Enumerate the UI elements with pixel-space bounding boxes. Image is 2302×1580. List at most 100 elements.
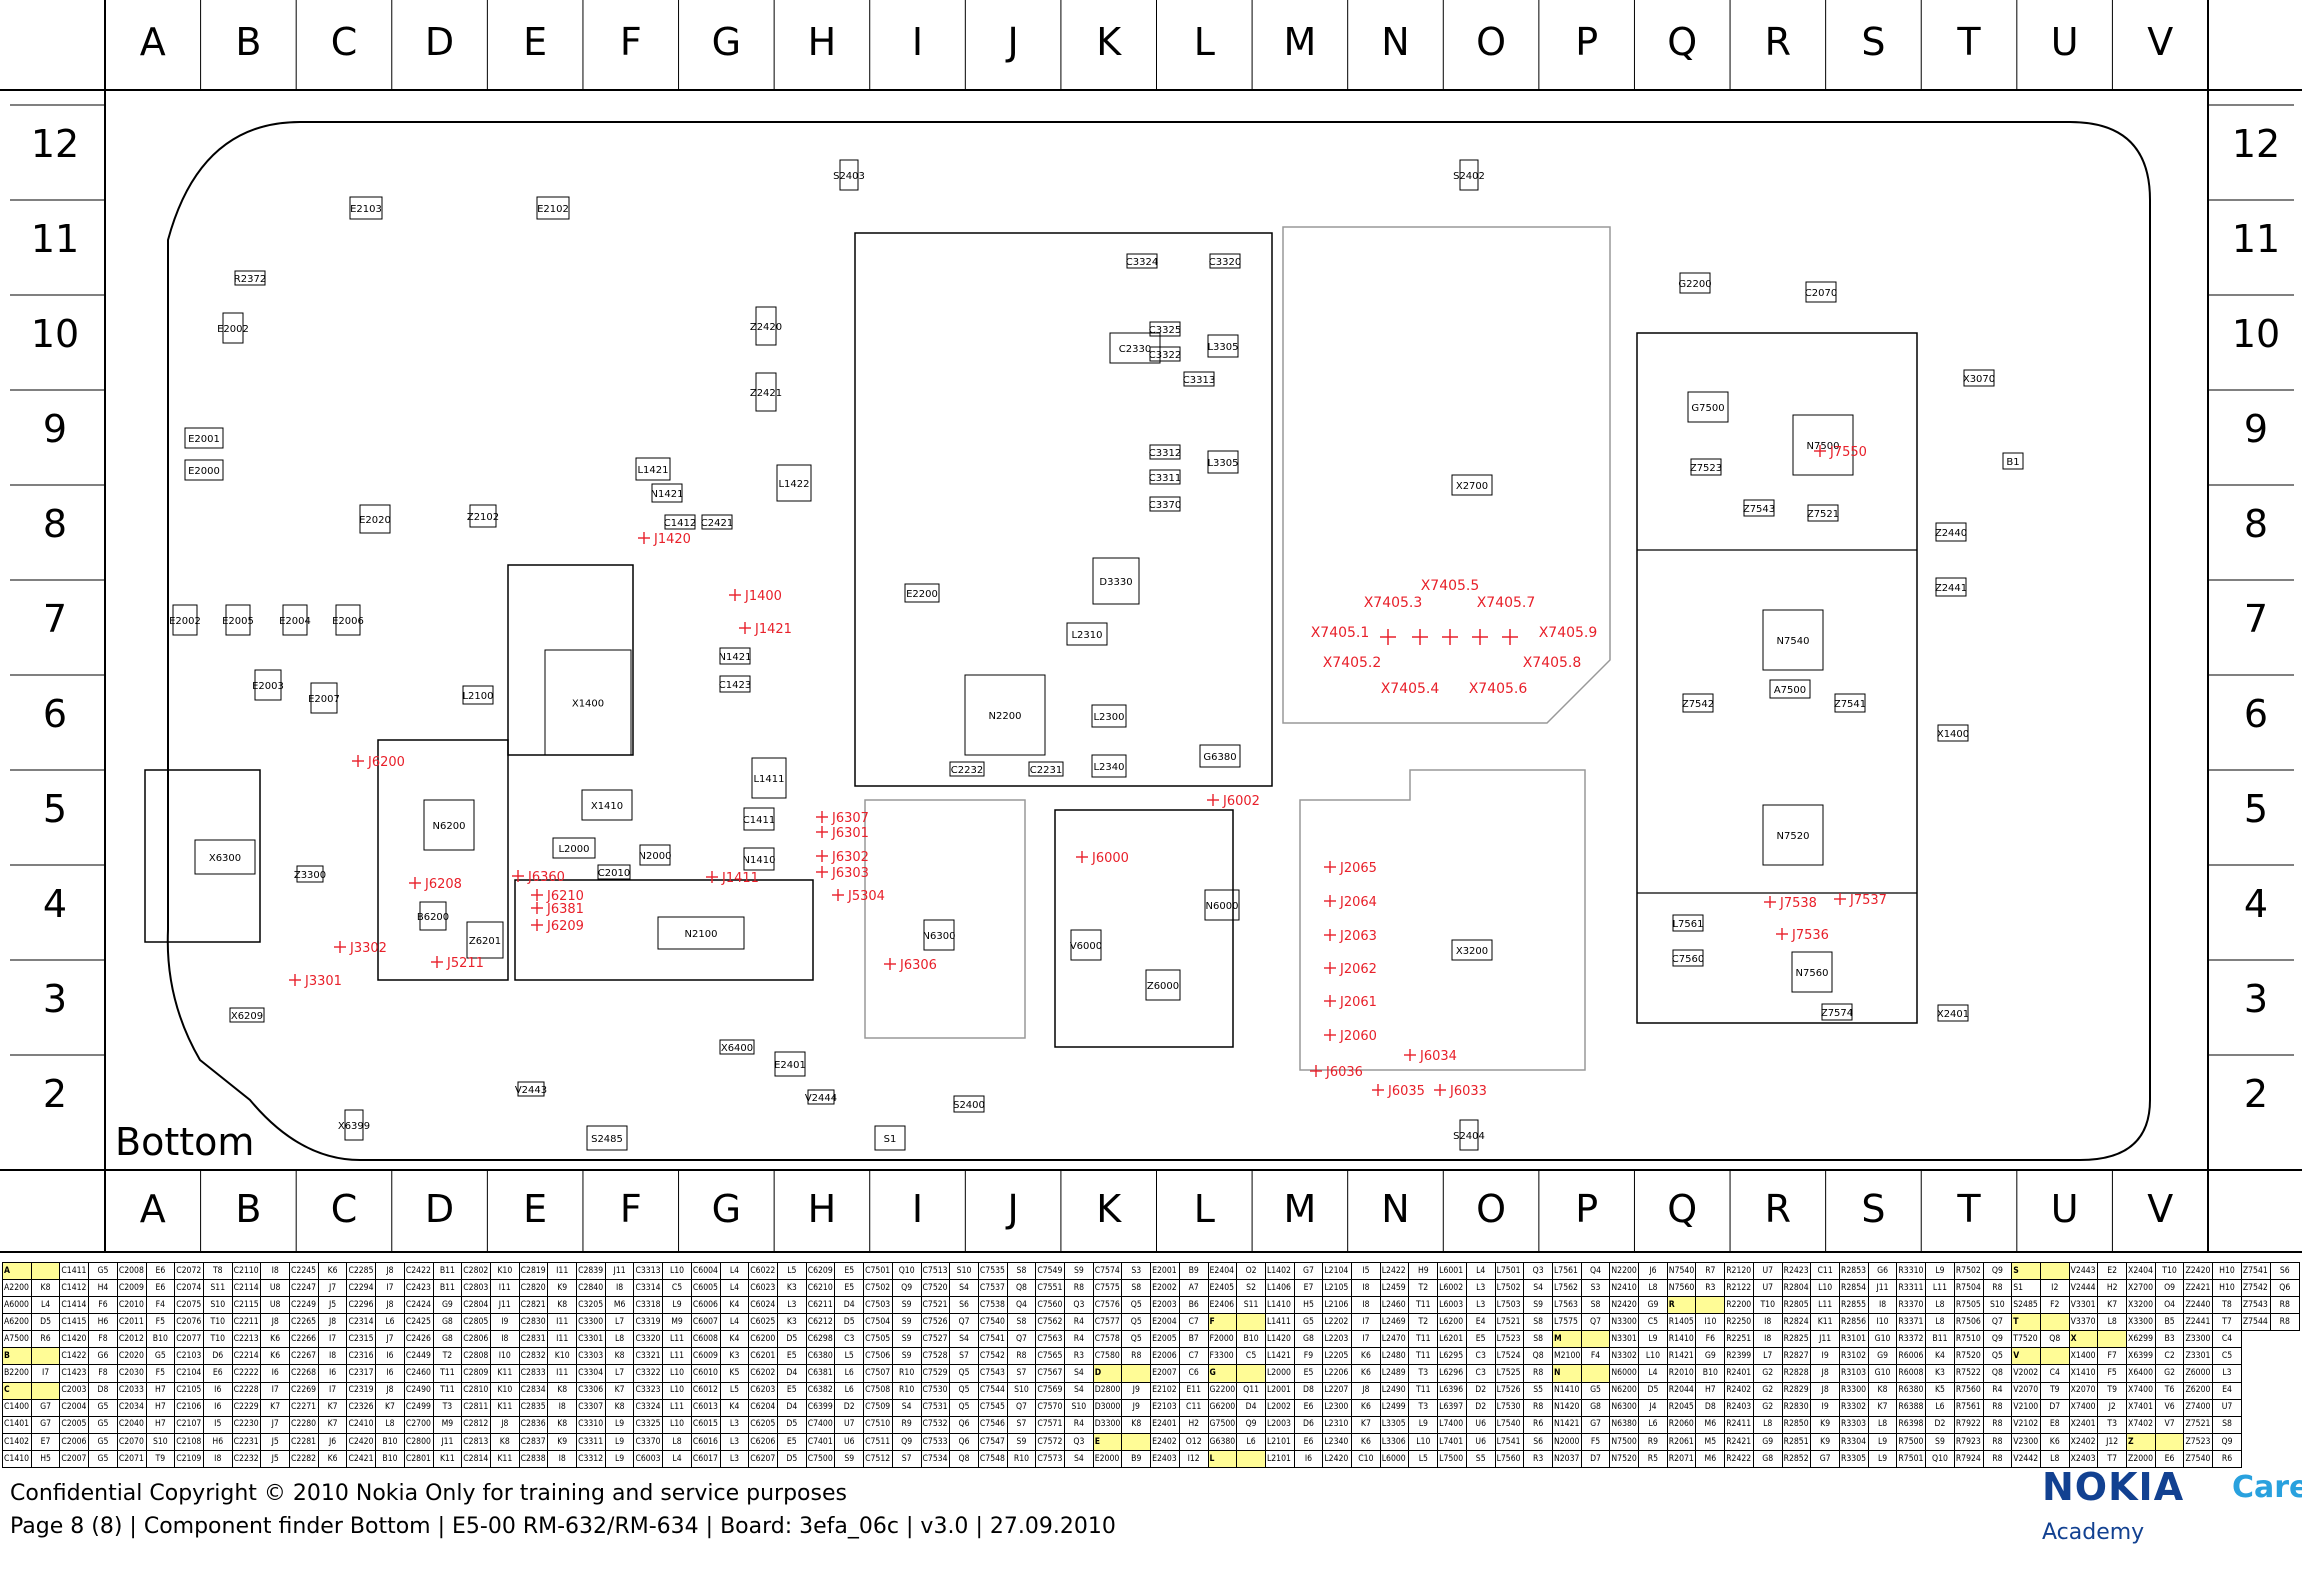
finder-cell: V6 [2154,1398,2185,1417]
finder-cell: R2120 [1724,1261,1754,1281]
finder-cell: S7 [949,1347,979,1366]
component-label: E2002 [169,616,201,627]
finder-cell: I8 [604,1279,635,1298]
finder-cell: G6 [88,1347,118,1366]
finder-cell: S11 [1236,1296,1266,1315]
finder-cell: C2830 [518,1313,549,1332]
finder-cell: C1400 [2,1398,32,1417]
finder-cell: R5 [1638,1449,1668,1469]
component-z2441 [1935,577,1967,597]
finder-cell: D4 [834,1296,865,1315]
finder-cell: B9 [1178,1261,1209,1281]
finder-cell: C7503 [863,1296,893,1315]
finder-cell: G7500 [1207,1415,1238,1434]
finder-cell: C2820 [518,1279,549,1298]
column-label-l: L [1194,20,1215,64]
component-z7542 [1682,693,1714,713]
finder-cell: C7546 [977,1415,1008,1434]
finder-cell: K7 [375,1398,405,1417]
component-l7561 [1672,914,1704,932]
component-e2000 [184,459,224,481]
column-label-u: U [2051,1187,2079,1231]
finder-cell: C2700 [403,1415,434,1434]
component-label: L2100 [462,691,493,702]
testpoint-j3302: J3302 [349,941,387,956]
finder-cell: J12 [2097,1432,2128,1451]
finder-cell: C2810 [461,1381,491,1400]
finder-cell [2097,1330,2128,1349]
finder-cell: C2800 [403,1432,434,1451]
component-label: N7540 [1777,636,1810,647]
finder-cell: J8 [1351,1381,1381,1400]
finder-cell: Q9 [1982,1261,2013,1281]
finder-cell: S4 [1064,1381,1094,1400]
finder-cell: C7534 [920,1449,951,1469]
finder-cell: C2110 [231,1261,262,1281]
component-v2444 [807,1089,835,1105]
finder-cell: K4 [719,1398,750,1417]
finder-cell: C3323 [633,1381,664,1400]
finder-cell: T10 [202,1313,233,1332]
finder-cell: R2854 [1839,1279,1869,1298]
nokia-care-logo: NOKIA Care Academy [2042,1465,2302,1565]
finder-cell: R2830 [1781,1398,1812,1417]
finder-cell: C7542 [977,1347,1008,1366]
finder-cell: K5 [1925,1381,1955,1400]
row-label-5: 5 [43,787,67,831]
finder-cell: K7 [1867,1398,1898,1417]
row-label-11: 11 [2232,217,2280,261]
finder-cell: C2107 [174,1415,204,1434]
finder-cell: C2011 [116,1313,147,1332]
finder-cell: T11 [432,1381,463,1400]
finder-cell: B10 [145,1330,176,1349]
finder-cell: L6 [834,1381,865,1400]
finder-cell: K6 [317,1261,348,1281]
finder-cell: L6200 [1437,1313,1467,1332]
finder-cell: X2404 [2126,1261,2156,1281]
component-label: C2010 [598,868,630,879]
finder-cell: T7 [2212,1313,2242,1332]
finder-cell: C2296 [346,1296,377,1315]
component-label: N1421 [651,489,684,500]
finder-cell: J11 [604,1261,635,1281]
shield-frame-bb [1636,332,1918,1024]
finder-cell: C2265 [289,1313,319,1332]
finder-cell: G9 [432,1296,463,1315]
finder-cell: L7540 [1494,1415,1525,1434]
column-label-m: M [1283,20,1316,64]
finder-cell: C6298 [805,1330,836,1349]
finder-cell: R1421 [1666,1347,1697,1366]
finder-cell: C3318 [633,1296,664,1315]
finder-cell: R2855 [1839,1296,1869,1315]
nokia-wordmark: NOKIA [2042,1465,2185,1509]
finder-cell: D [1092,1364,1123,1383]
finder-cell: C11 [1178,1398,1209,1417]
column-label-c: C [331,1187,358,1231]
column-label-r: R [1765,1187,1791,1231]
finder-cell: R7923 [1953,1432,1984,1451]
finder-cell: C6206 [748,1432,778,1451]
finder-cell: C7529 [920,1364,951,1383]
finder-cell: J2 [2097,1398,2128,1417]
finder-cell: C7530 [920,1381,951,1400]
finder-cell: K7 [260,1398,291,1417]
finder-cell: R2804 [1781,1279,1812,1298]
finder-cell: Q5 [1982,1347,2013,1366]
component-label: C2231 [1030,765,1062,776]
finder-cell: S10 [1064,1398,1094,1417]
component-label: E2001 [188,434,220,445]
finder-cell: J6 [317,1432,348,1451]
finder-cell: H4 [88,1279,118,1298]
finder-cell: C2281 [289,1432,319,1451]
finder-cell: K9 [1810,1415,1840,1434]
finder-cell: S8 [2212,1415,2242,1434]
finder-cell: E2403 [1150,1449,1180,1469]
column-label-q: Q [1667,20,1697,64]
finder-cell: C2228 [231,1381,262,1400]
component-l1422 [776,464,812,502]
finder-cell: X1410 [2068,1364,2099,1383]
finder-cell: C2249 [289,1296,319,1315]
component-n7500 [1792,414,1854,476]
finder-cell: L9 [1867,1432,1898,1451]
